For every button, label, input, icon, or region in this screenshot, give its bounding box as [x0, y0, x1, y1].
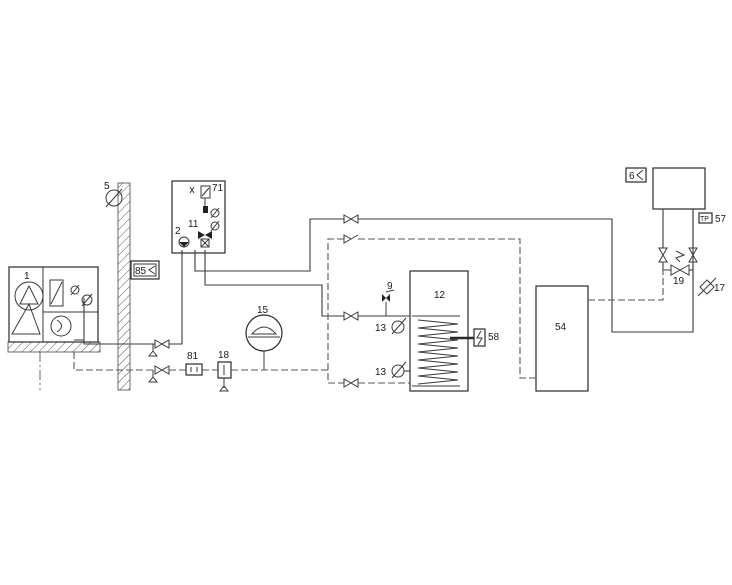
label-57: 57 — [715, 214, 727, 225]
fan-icon — [14, 281, 44, 311]
hydro-module-box — [171, 180, 226, 254]
label-71: 71 — [212, 183, 224, 194]
label-2: 2 — [175, 226, 181, 237]
label-11: 11 — [188, 219, 199, 230]
label-12: 12 — [434, 290, 446, 301]
label-9: 9 — [387, 281, 393, 292]
label-15: 15 — [257, 305, 269, 316]
air-vent — [382, 289, 395, 316]
heat-exchanger-icon — [49, 279, 64, 307]
wall-manometer — [105, 188, 123, 208]
mixing-valve — [670, 250, 690, 276]
building-wall — [117, 182, 131, 391]
label-13-lower: 13 — [375, 367, 387, 378]
dhw-cylinder — [409, 270, 478, 392]
label-19: 19 — [673, 276, 685, 287]
room-controller — [130, 260, 160, 280]
strainer — [185, 363, 203, 376]
temp-sensor-upper — [391, 317, 407, 335]
label-5: 5 — [104, 181, 110, 192]
label-58: 58 — [488, 332, 500, 343]
safety-valve — [697, 277, 717, 297]
buffer-tank — [535, 285, 589, 392]
label-81: 81 — [187, 351, 199, 362]
label-18: 18 — [218, 350, 230, 361]
top-expansion-vessel — [625, 167, 706, 210]
label-tp: TP — [700, 216, 709, 223]
component-labels: 1 2 5 6 9 11 12 13 13 15 17 18 19 54 57 … — [24, 171, 727, 378]
drain-cocks — [147, 344, 159, 383]
label-6: 6 — [629, 171, 635, 182]
return-piping — [39, 238, 664, 390]
label-54: 54 — [555, 322, 567, 333]
immersion-heater — [473, 328, 486, 347]
filter — [217, 361, 232, 392]
label-1: 1 — [24, 271, 30, 282]
temp-sensor-lower — [391, 361, 407, 379]
expansion-vessel — [245, 314, 283, 370]
label-17: 17 — [714, 283, 726, 294]
tp-sensor — [698, 212, 713, 224]
label-13-upper: 13 — [375, 323, 387, 334]
label-85: 85 — [135, 266, 147, 277]
outdoor-heat-pump-unit — [7, 266, 101, 353]
compressor-icon — [50, 315, 72, 337]
